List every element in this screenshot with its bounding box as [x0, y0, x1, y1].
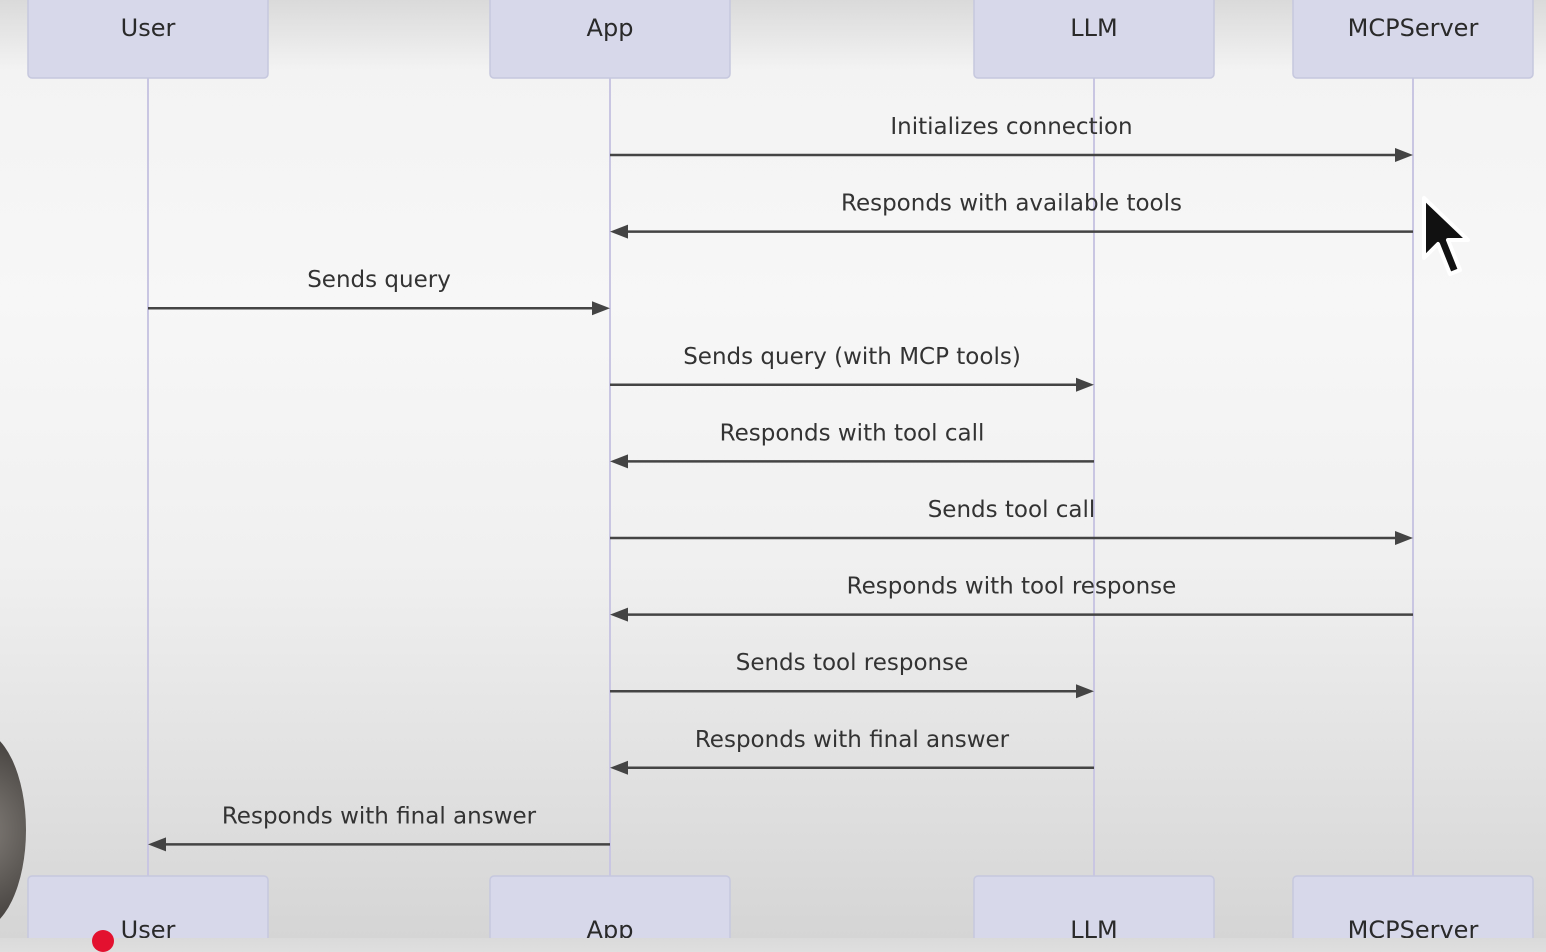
- message-label: Initializes connection: [890, 114, 1132, 140]
- message-arrowhead: [592, 301, 610, 316]
- actor-label-top-user: User: [121, 14, 176, 42]
- message-label: Sends tool call: [928, 497, 1096, 523]
- actor-label-bottom-user: User: [121, 916, 176, 938]
- message-arrowhead: [610, 224, 628, 239]
- actor-label-top-app: App: [587, 14, 634, 42]
- actor-box-top-user: [27, 0, 269, 79]
- message-arrowhead: [148, 837, 166, 852]
- message-arrowhead: [610, 454, 628, 469]
- message-label: Responds with final answer: [695, 727, 1010, 753]
- message-arrowhead: [1395, 531, 1413, 545]
- message-label: Responds with tool call: [720, 420, 985, 446]
- actor-label-bottom-llm: LLM: [1070, 916, 1117, 938]
- actor-box-bottom-llm: [973, 875, 1215, 938]
- actor-box-bottom-app: [489, 875, 731, 938]
- mouse-cursor-icon: [1422, 196, 1470, 276]
- message-arrowhead: [610, 760, 628, 775]
- actor-box-bottom-user: [27, 875, 269, 938]
- actor-box-top-llm: [973, 0, 1215, 79]
- message-label: Responds with final answer: [222, 803, 537, 829]
- message-arrowhead: [1395, 148, 1413, 162]
- actor-label-bottom-app: App: [587, 916, 634, 938]
- message-arrowhead: [1076, 377, 1094, 392]
- actor-label-bottom-mcpserver: MCPServer: [1348, 916, 1479, 938]
- message-label: Responds with available tools: [841, 191, 1182, 217]
- actor-box-top-app: [489, 0, 731, 79]
- actor-box-top-mcpserver: [1292, 0, 1534, 79]
- actor-label-top-mcpserver: MCPServer: [1348, 14, 1479, 42]
- actor-box-bottom-mcpserver: [1292, 875, 1534, 938]
- message-arrowhead: [610, 607, 628, 622]
- message-arrowhead: [1076, 684, 1094, 699]
- message-label: Sends query: [307, 267, 451, 293]
- message-label: Responds with tool response: [847, 574, 1177, 600]
- message-label: Sends query (with MCP tools): [683, 344, 1021, 370]
- record-dot-icon: [92, 930, 114, 952]
- message-label: Sends tool response: [736, 650, 969, 676]
- actor-label-top-llm: LLM: [1070, 14, 1117, 42]
